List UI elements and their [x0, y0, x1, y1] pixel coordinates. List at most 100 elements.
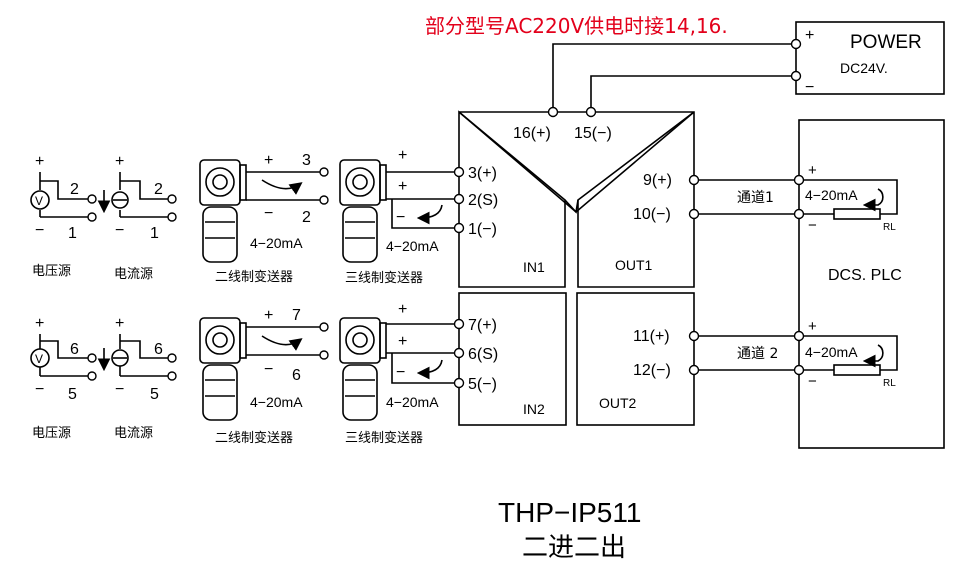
power-plus: +	[805, 27, 814, 44]
svg-text:−: −	[264, 205, 273, 222]
pin-7-label: 7(+)	[468, 317, 497, 334]
out1-label: OUT1	[615, 257, 653, 273]
terminal-16	[547, 106, 559, 118]
two-wire-transmitter-2: + 7 − 6 4−20mA 二线制变送器	[199, 307, 329, 446]
isolator-module: 16(+) 15(−) 3(+) 2(S) 1(−) IN1 OUT1 9(+)…	[453, 106, 700, 426]
svg-text:+: +	[264, 152, 273, 169]
power-note: 部分型号AC220V供电时接14,16.	[425, 14, 728, 38]
svg-text:7: 7	[292, 307, 301, 324]
pin-9-label: 9(+)	[643, 172, 672, 189]
power-terminal-plus	[790, 38, 802, 50]
svg-text:6: 6	[154, 341, 163, 358]
pin-15-label: 15(−)	[574, 125, 612, 142]
channel-2-label: 通道 2	[737, 346, 778, 362]
model-subtitle: 二进二出	[522, 533, 626, 563]
out1-plus: +	[808, 162, 817, 179]
svg-text:6: 6	[292, 367, 301, 384]
pin-16-label: 16(+)	[513, 125, 551, 142]
pin-6-label: 6(S)	[468, 346, 498, 363]
out2-signal: 4−20mA	[805, 344, 858, 360]
two-wire-caption-1: 二线制变送器	[215, 269, 293, 285]
svg-text:+: +	[398, 301, 407, 318]
in1-label: IN1	[523, 259, 545, 275]
voltage-source-2: + V 6 − 5 电压源	[30, 315, 97, 441]
svg-text:5: 5	[150, 386, 159, 403]
out2-plus: +	[808, 318, 817, 335]
pin-1-label: 1(−)	[468, 221, 497, 238]
three-wire-caption-2: 三线制变送器	[345, 430, 423, 446]
svg-text:4−20mA: 4−20mA	[250, 394, 303, 410]
svg-text:+: +	[398, 333, 407, 350]
svg-text:+: +	[398, 178, 407, 195]
two-wire-caption-2: 二线制变送器	[215, 430, 293, 446]
svg-text:6: 6	[70, 341, 79, 358]
svg-text:V: V	[35, 352, 43, 366]
svg-text:−: −	[396, 364, 405, 381]
power-wire-16	[552, 43, 792, 110]
pin-11-label: 11(+)	[633, 328, 670, 345]
out2-block	[576, 292, 695, 426]
svg-text:+: +	[398, 147, 407, 164]
terminal-15	[585, 106, 597, 118]
dcs-plc: DCS. PLC + − 4−20mA RL + − 4−20mA RL	[793, 119, 945, 449]
rl-label-2: RL	[883, 378, 896, 389]
power-wire-15	[590, 75, 792, 110]
channel-1-label: 通道1	[737, 190, 774, 206]
out2-label: OUT2	[599, 395, 637, 411]
in2-block	[458, 292, 567, 426]
out1-minus: −	[808, 217, 817, 234]
power-minus: −	[805, 79, 814, 96]
svg-text:−: −	[115, 222, 124, 239]
svg-text:2: 2	[154, 181, 163, 198]
svg-text:V: V	[35, 194, 43, 208]
power-title: POWER	[850, 32, 922, 53]
power-voltage: DC24V.	[840, 60, 888, 76]
dcs-label: DCS. PLC	[828, 267, 902, 284]
svg-text:4−20mA: 4−20mA	[386, 238, 439, 254]
svg-text:5: 5	[68, 386, 77, 403]
rl-label-1: RL	[883, 222, 896, 233]
pin-10-label: 10(−)	[633, 206, 671, 223]
model-name: THP−IP511	[498, 497, 641, 528]
pin-12-label: 12(−)	[633, 362, 671, 379]
pin-3-label: 3(+)	[468, 165, 497, 182]
power-supply: POWER DC24V. + −	[790, 21, 945, 96]
svg-text:+: +	[115, 153, 124, 170]
pin-2-label: 2(S)	[468, 192, 498, 209]
svg-text:4−20mA: 4−20mA	[386, 394, 439, 410]
svg-text:−: −	[115, 381, 124, 398]
svg-text:−: −	[264, 361, 273, 378]
current-source-caption-2: 电流源	[114, 426, 153, 441]
pin-5-label: 5(−)	[468, 376, 497, 393]
svg-text:3: 3	[302, 152, 311, 169]
voltage-source-caption-1: 电压源	[32, 264, 71, 279]
svg-text:2: 2	[70, 181, 79, 198]
rl-resistor-1	[833, 208, 881, 220]
rl-resistor-2	[833, 364, 881, 376]
svg-text:+: +	[35, 153, 44, 170]
current-source-2: + 6 − 5 电流源	[97, 315, 177, 441]
three-wire-caption-1: 三线制变送器	[345, 270, 423, 286]
svg-text:+: +	[115, 315, 124, 332]
out2-minus: −	[808, 373, 817, 390]
svg-text:−: −	[35, 381, 44, 398]
svg-text:4−20mA: 4−20mA	[250, 235, 303, 251]
three-wire-transmitter-2: + + − 4−20mA 三线制变送器	[339, 301, 455, 446]
power-terminal-minus	[790, 70, 802, 82]
svg-text:2: 2	[302, 209, 311, 226]
voltage-source-caption-2: 电压源	[32, 426, 71, 441]
svg-text:1: 1	[150, 225, 159, 242]
two-wire-transmitter-1: + 3 − 2 4−20mA 二线制变送器	[199, 152, 329, 285]
svg-text:−: −	[396, 209, 405, 226]
current-source-1: + 2 − 1 电流源	[97, 153, 177, 282]
svg-text:+: +	[264, 307, 273, 324]
svg-text:−: −	[35, 222, 44, 239]
svg-text:1: 1	[68, 225, 77, 242]
voltage-source-1: + V 2 − 1 电压源	[30, 153, 97, 279]
svg-text:+: +	[35, 315, 44, 332]
three-wire-transmitter-1: + + − 4−20mA 三线制变送器	[339, 147, 455, 286]
in2-label: IN2	[523, 401, 545, 417]
out1-signal: 4−20mA	[805, 187, 858, 203]
current-source-caption-1: 电流源	[114, 267, 153, 282]
